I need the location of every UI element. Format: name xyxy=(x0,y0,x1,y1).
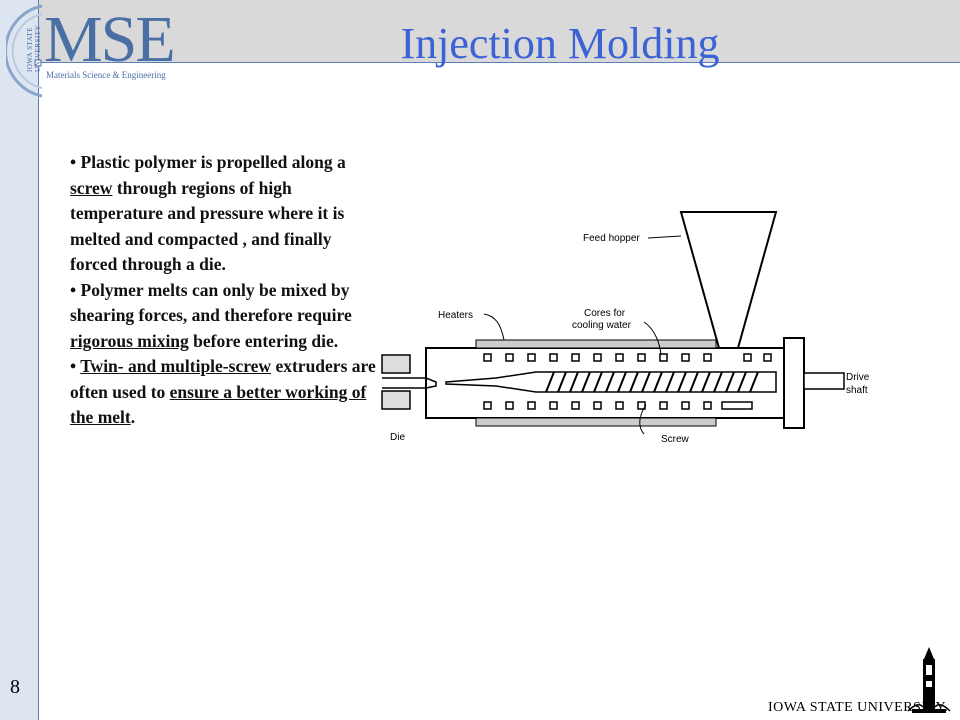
bullet-item-3: • Twin- and multiple-screw extruders are… xyxy=(70,356,376,427)
left-sidebar xyxy=(0,0,39,720)
leader-lines xyxy=(483,235,682,435)
label-feed-hopper: Feed hopper xyxy=(583,233,640,244)
slide-number: 8 xyxy=(10,676,20,698)
die-channel-shape xyxy=(382,377,437,389)
label-drive-line2: shaft xyxy=(846,385,868,396)
logo-arc-icon xyxy=(6,4,43,98)
label-cores-line1: Cores for xyxy=(584,308,626,319)
die-bottom-shape xyxy=(381,390,411,410)
cooling-cores-top xyxy=(483,353,772,362)
heater-top-shape xyxy=(475,339,717,349)
bullet-list: • Plastic polymer is propelled along a s… xyxy=(70,150,380,431)
feed-hopper-shape xyxy=(679,211,778,349)
logo-subtitle: Materials Science & Engineering xyxy=(46,70,166,80)
logo-mse-text: MSE xyxy=(44,3,176,76)
extruder-diagram: Feed hopper Heaters Cores for cooling wa… xyxy=(381,211,870,445)
label-cores-line2: cooling water xyxy=(572,320,632,331)
header-bar xyxy=(0,0,960,62)
label-drive-line1: Drive xyxy=(846,372,870,383)
university-wordmark: IOWA STATE UNIVERSITY. xyxy=(768,700,949,715)
drive-housing-shape xyxy=(783,337,805,429)
drive-shaft-shape xyxy=(803,372,845,390)
label-screw: Screw xyxy=(661,434,690,445)
campanile-icon xyxy=(907,647,951,713)
logo-university-vertical: IOWA STATE UNIVERSITY xyxy=(26,25,42,72)
label-die: Die xyxy=(390,432,405,443)
screw-flights xyxy=(545,371,759,393)
die-top-shape xyxy=(381,354,411,374)
mse-logo: IOWA STATE UNIVERSITY MSE Materials Scie… xyxy=(6,3,196,98)
header-rule xyxy=(0,62,960,63)
bullet-item-1: • Plastic polymer is propelled along a s… xyxy=(70,152,346,274)
label-heaters: Heaters xyxy=(438,310,473,321)
cooling-cores-bottom xyxy=(483,401,753,410)
bullet-item-2: • Polymer melts can only be mixed by she… xyxy=(70,279,352,351)
slide-title: Injection Molding xyxy=(400,19,720,68)
heater-bottom-shape xyxy=(475,417,717,427)
